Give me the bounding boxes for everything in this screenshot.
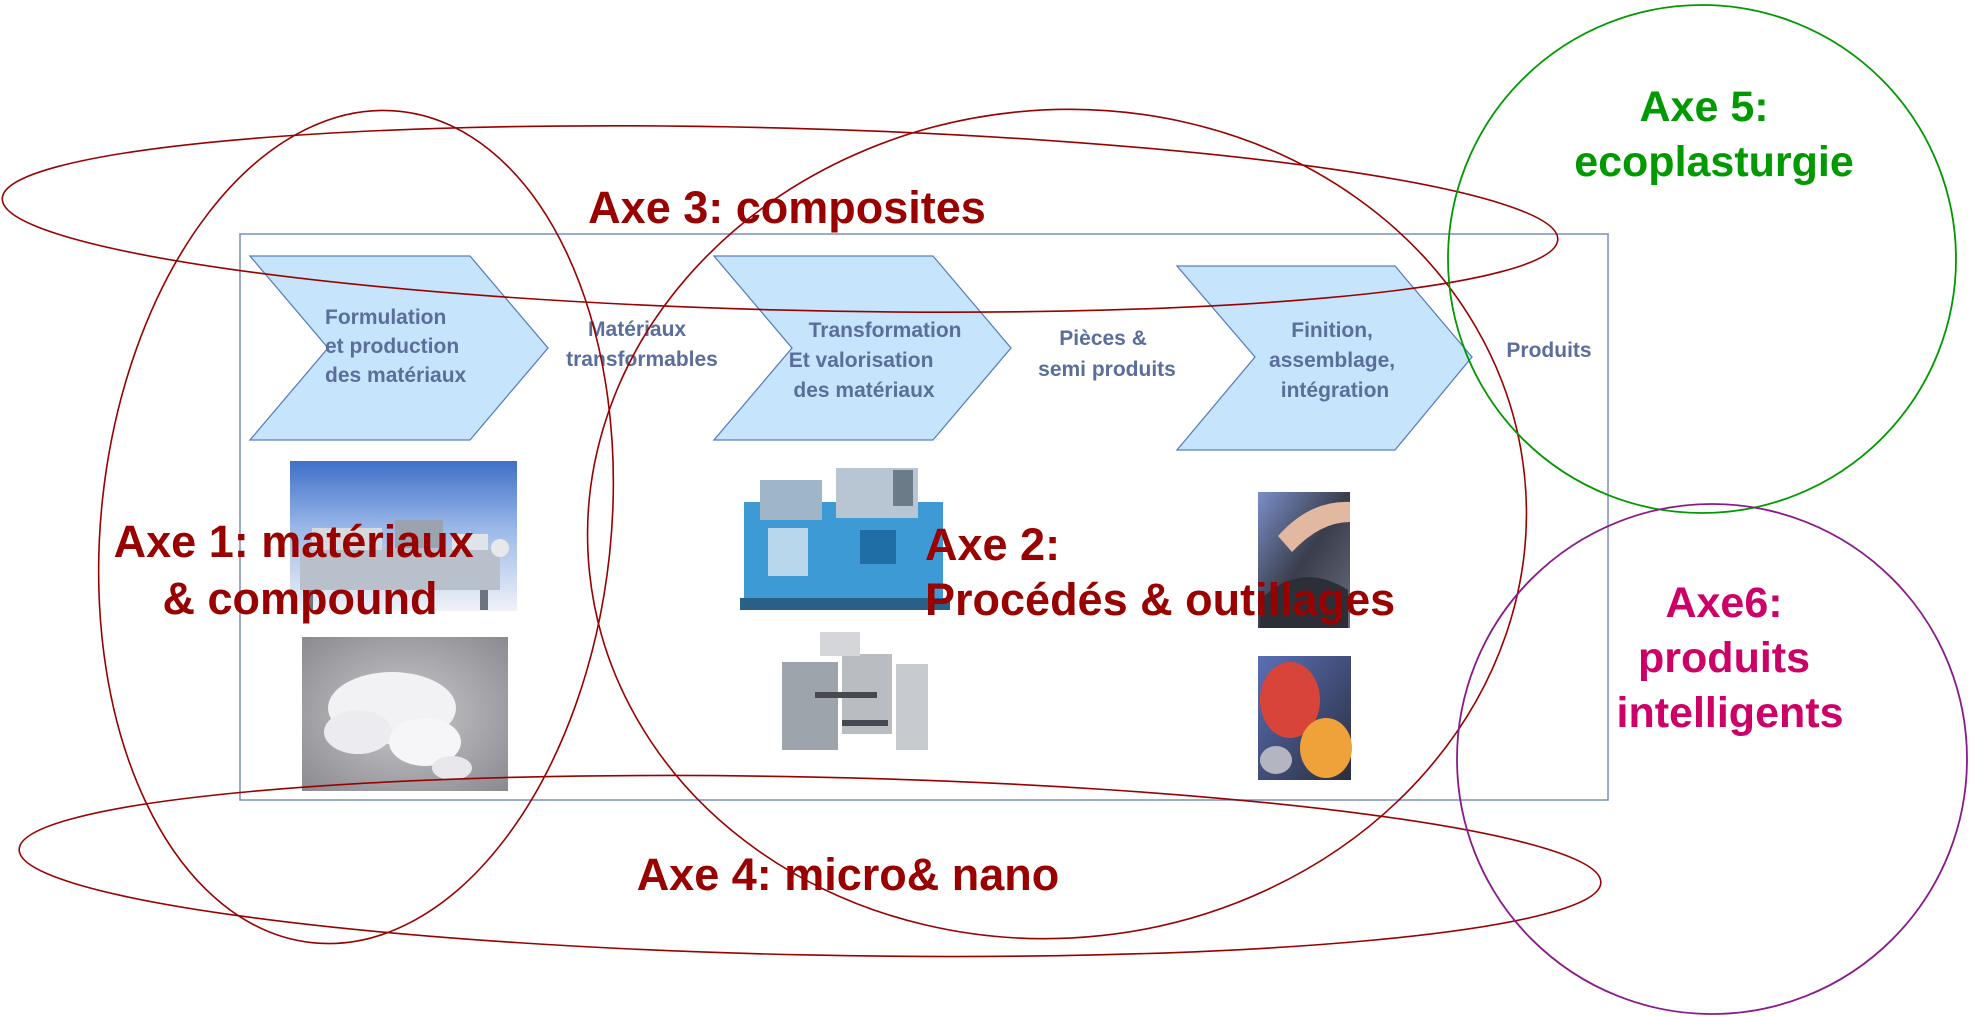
- chevron-stage-3: [1175, 265, 1473, 451]
- process-frame: [239, 233, 1609, 801]
- output-materiaux-label: Matériaux transformables: [566, 318, 718, 371]
- axe-4-ellipse: [18, 774, 1602, 958]
- axe-3-label: Axe 3: composites: [588, 182, 986, 233]
- extruder-machine-photo: [290, 461, 517, 611]
- axe-2-ellipse: [586, 108, 1528, 940]
- axe-3-ellipse: [1, 124, 1559, 314]
- plastic-pellets-photo: [302, 637, 508, 791]
- axe-4-label: Axe 4: micro& nano: [637, 849, 1060, 900]
- chevron-stage-2: [712, 255, 1012, 441]
- output-produits-label: Produits: [1506, 339, 1591, 362]
- stage-2-label: Transformation Et valorisation des matér…: [789, 319, 968, 402]
- paint-cans-photo: [1258, 656, 1352, 780]
- axe-5-circle: [1447, 4, 1957, 514]
- output-pieces-label: Pièces & semi produits: [1038, 327, 1176, 381]
- stage-1-label: Formulation et production des matériaux: [325, 306, 467, 387]
- axe-6-label: Axe6: produits intelligents: [1617, 579, 1844, 737]
- axe-1-label: Axe 1: matériaux & compound: [114, 516, 487, 624]
- axe-1-ellipse: [97, 109, 615, 945]
- injection-press-photo: [740, 468, 950, 610]
- axe-2-label: Axe 2: Procédés & outillages: [925, 519, 1395, 625]
- mold-tool-photo: [770, 628, 935, 768]
- stage-3-label: Finition, assemblage, intégration: [1269, 319, 1401, 402]
- axe-5-label: Axe 5: ecoplasturgie: [1574, 83, 1854, 186]
- chevron-stage-1: [248, 255, 549, 441]
- axe-6-circle: [1456, 503, 1968, 1015]
- hand-on-surface-photo: [1258, 492, 1350, 628]
